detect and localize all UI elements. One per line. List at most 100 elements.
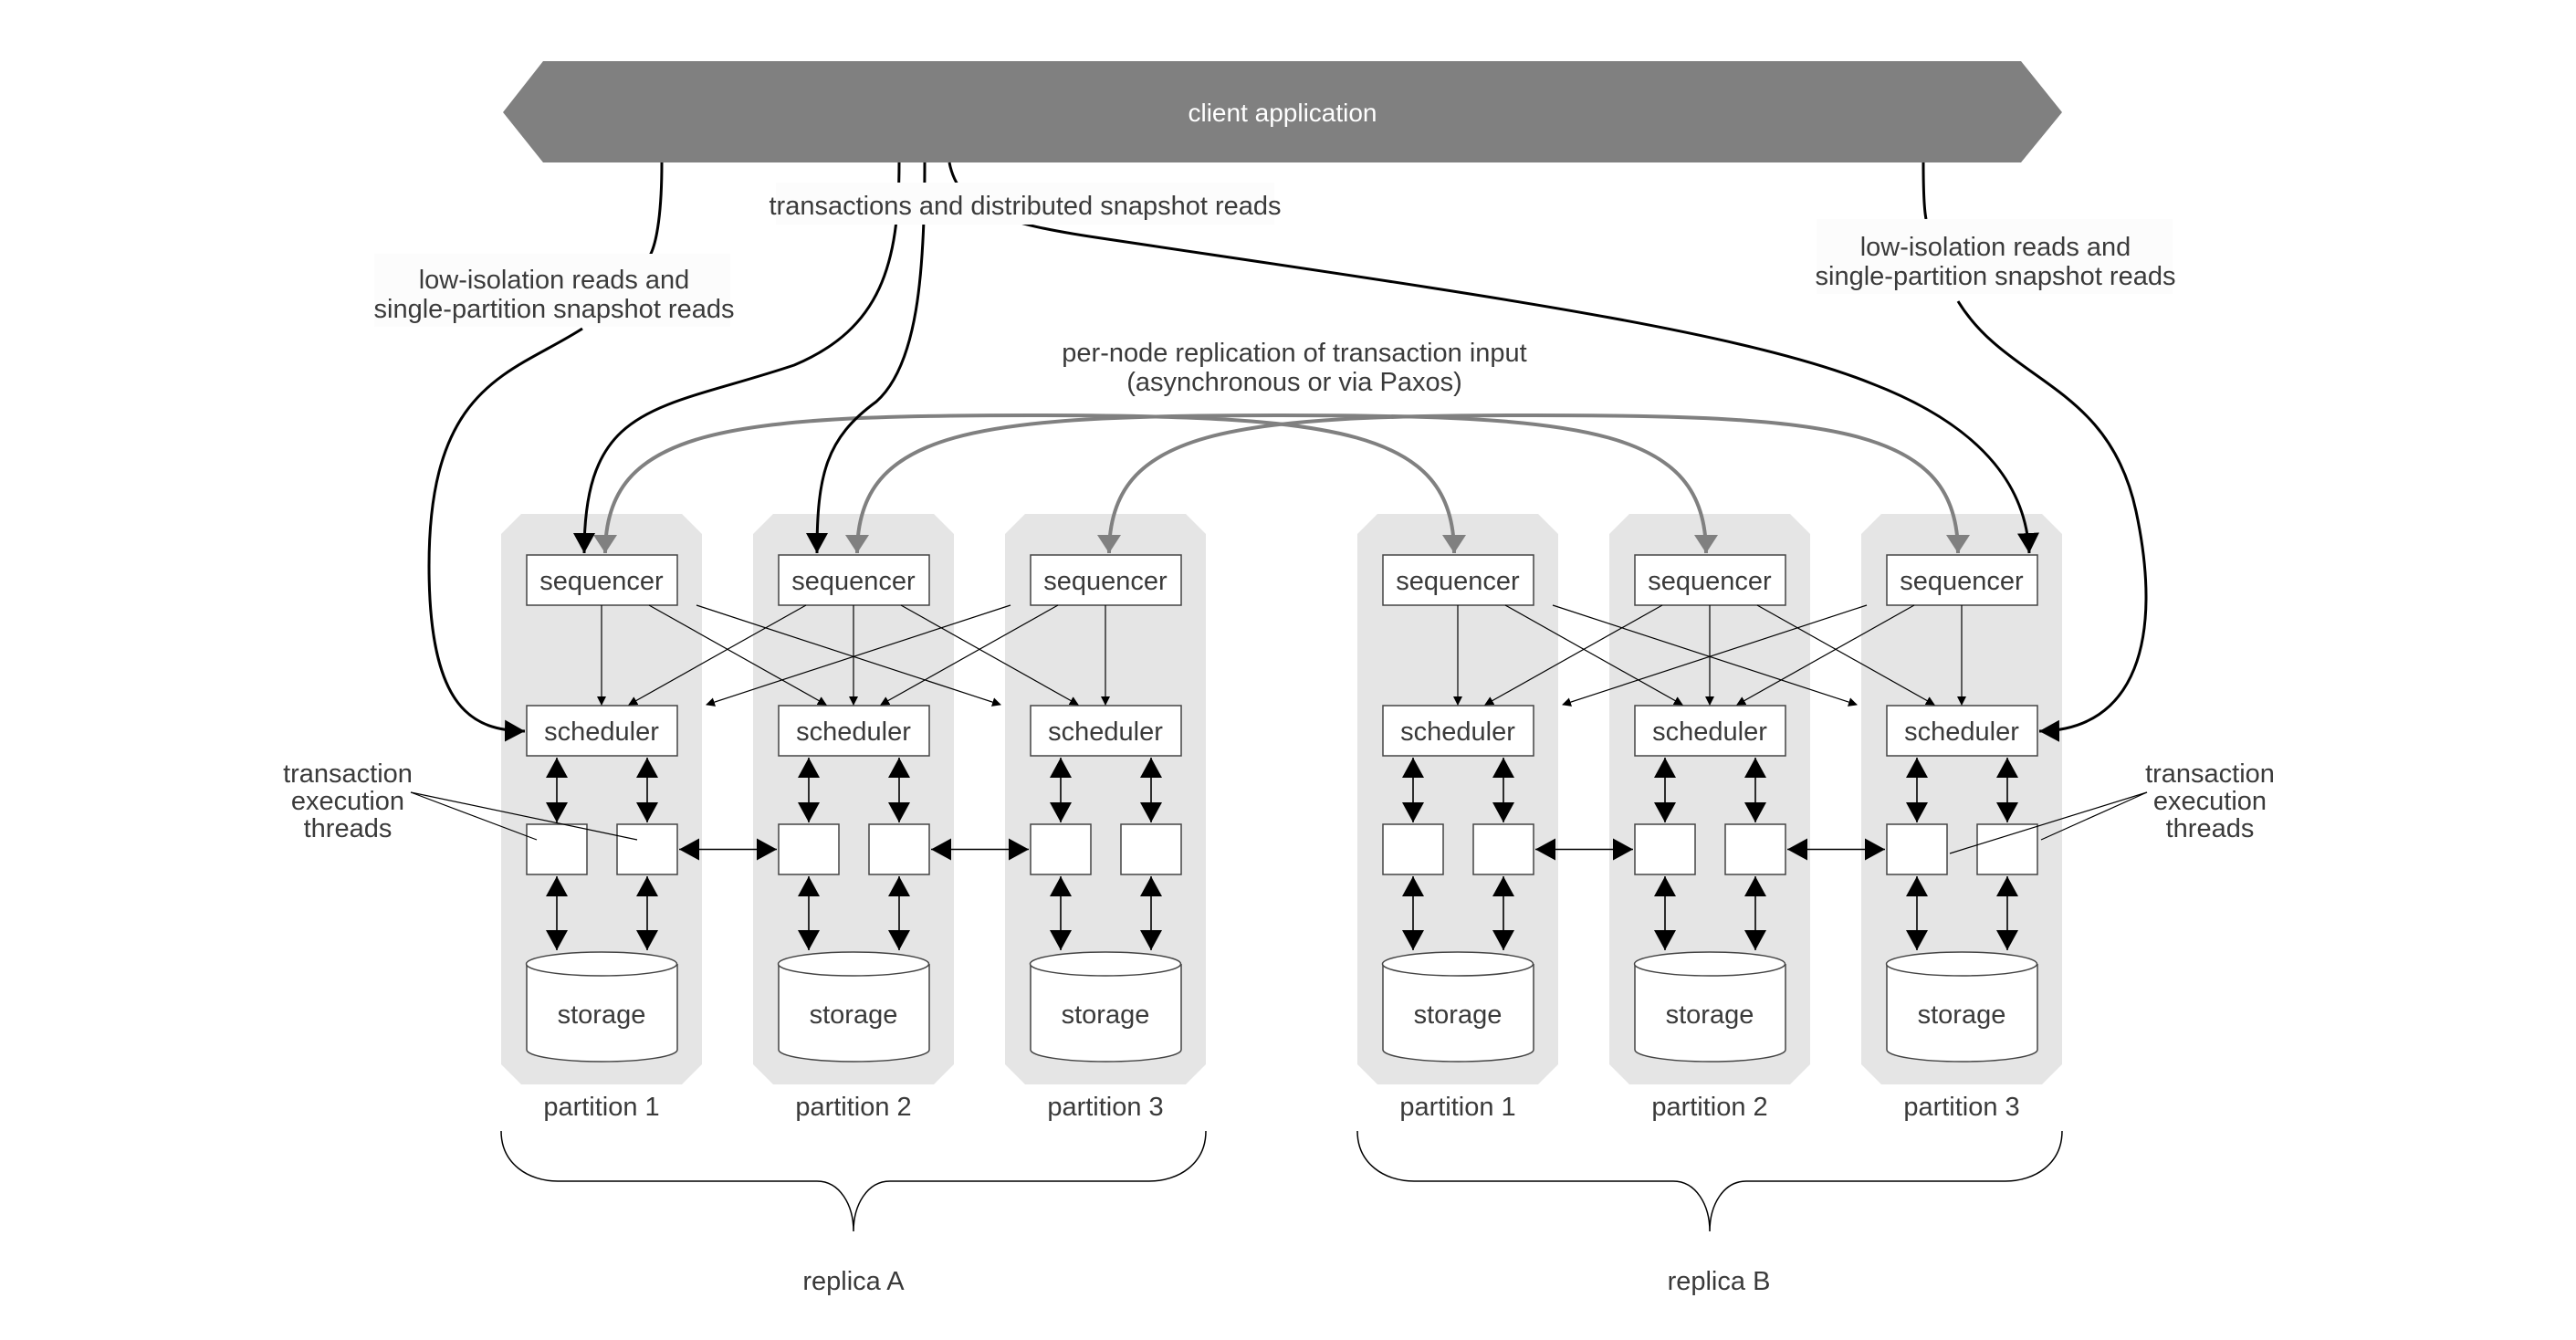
partition-label: partition 3: [1903, 1093, 2019, 1122]
execution-thread-box: [1886, 823, 1948, 875]
execution-thread-box: [1382, 823, 1444, 875]
transactions-label: transactions and distributed snapshot re…: [769, 192, 1281, 221]
storage-label: storage: [1062, 1000, 1150, 1030]
sequencer-box: [1382, 554, 1534, 606]
scheduler-box: [778, 705, 930, 757]
sequencer-box: [1634, 554, 1786, 606]
client-application-label: client application: [1188, 99, 1377, 127]
storage-cylinder-body: [1886, 964, 2038, 1063]
scheduler-label: scheduler: [1400, 717, 1515, 747]
partition-3: sequencer scheduler storage: [1861, 514, 2062, 1084]
storage-cylinder-body: [778, 964, 930, 1063]
threads-leader-line: [410, 791, 538, 841]
partition-1: sequencer scheduler storage: [1357, 514, 1558, 1084]
storage-node: storage: [777, 951, 930, 1063]
sequencer-scheduler-arrow: [706, 604, 1011, 707]
threads-right-line3: threads: [2166, 814, 2255, 843]
sequencer-box: [778, 554, 930, 606]
sequencer-scheduler-arrow: [1504, 604, 1683, 706]
storage-cylinder-top: [1633, 951, 1786, 977]
client-application-shape: [503, 61, 2062, 162]
execution-thread-box: [1030, 823, 1092, 875]
sequencer-scheduler-arrow: [880, 604, 1059, 706]
execution-thread-box: [1472, 823, 1534, 875]
low-iso-right-line1: low-isolation reads and: [1860, 233, 2131, 262]
replica-brace: [1356, 1130, 2063, 1232]
low-isolation-read-arrow: [1922, 162, 2148, 731]
threads-left-line1: transaction: [283, 759, 413, 789]
replica-a: sequencer scheduler storage sequencer schedu…: [501, 514, 1206, 1084]
scheduler-box: [1634, 705, 1786, 757]
scheduler-label: scheduler: [1904, 717, 2019, 747]
storage-cylinder-body: [1634, 964, 1786, 1063]
execution-thread-box: [526, 823, 588, 875]
scheduler-box: [526, 705, 678, 757]
transactions-label-bg: [776, 183, 1274, 225]
low-iso-left-line1: low-isolation reads and: [419, 266, 690, 295]
sequencer-label: sequencer: [1043, 567, 1168, 596]
sequencer-label: sequencer: [1900, 567, 2024, 596]
threads-right-line1: transaction: [2145, 759, 2275, 789]
sequencer-node: sequencer: [526, 554, 678, 606]
execution-thread-box: [778, 823, 840, 875]
threads-leader-line: [1949, 791, 2148, 854]
partition-label: partition 3: [1047, 1093, 1163, 1122]
scheduler-label: scheduler: [544, 717, 659, 747]
transaction-arrow: [573, 162, 901, 554]
storage-cylinder-top: [1029, 951, 1182, 977]
sequencer-label: sequencer: [1648, 567, 1772, 596]
scheduler-node: scheduler: [1634, 705, 1786, 757]
storage-cylinder-top: [1885, 951, 2038, 977]
low-iso-left-bg: [374, 254, 730, 327]
storage-node: storage: [1381, 951, 1534, 1063]
storage-cylinder-body: [526, 964, 678, 1063]
execution-thread-box: [1724, 823, 1786, 875]
execution-thread-box: [616, 823, 678, 875]
storage-cylinder-body: [1382, 964, 1534, 1063]
execution-thread-box: [1634, 823, 1696, 875]
low-iso-left-line2: single-partition snapshot reads: [374, 295, 735, 324]
replication-arrow: [845, 413, 1718, 554]
scheduler-node: scheduler: [1030, 705, 1182, 757]
replica-b: sequencer scheduler storage sequencer schedu…: [1357, 514, 2062, 1084]
sequencer-scheduler-arrow: [1562, 604, 1868, 707]
sequencer-box: [526, 554, 678, 606]
sequencer-scheduler-arrow: [1756, 604, 1935, 706]
storage-node: storage: [525, 951, 678, 1063]
scheduler-label: scheduler: [1048, 717, 1163, 747]
storage-cylinder-body: [1030, 964, 1182, 1063]
threads-left-line3: threads: [304, 814, 393, 843]
threads-leader-line: [410, 791, 638, 841]
client-application: client application: [503, 61, 2062, 162]
sequencer-node: sequencer: [1382, 554, 1534, 606]
scheduler-label: scheduler: [796, 717, 911, 747]
storage-label: storage: [1918, 1000, 2006, 1030]
partition-2: sequencer scheduler storage: [1609, 514, 1810, 1084]
sequencer-scheduler-arrow: [1552, 604, 1858, 707]
scheduler-box: [1382, 705, 1534, 757]
partition-label: partition 2: [795, 1093, 911, 1122]
scheduler-node: scheduler: [1886, 705, 2038, 757]
storage-label: storage: [1666, 1000, 1754, 1030]
storage-label: storage: [810, 1000, 898, 1030]
storage-cylinder-top: [777, 951, 930, 977]
execution-thread-box: [1120, 823, 1182, 875]
partition-label: partition 1: [543, 1093, 659, 1122]
sequencer-scheduler-arrow: [1736, 604, 1915, 706]
edges-layer: [410, 162, 2148, 950]
replication-label-line1: per-node replication of transaction inpu…: [1062, 339, 1526, 368]
storage-node: storage: [1885, 951, 2038, 1063]
storage-cylinder-top: [1381, 951, 1534, 977]
storage-label: storage: [1414, 1000, 1503, 1030]
low-iso-right-bg: [1817, 219, 2173, 294]
storage-label: storage: [558, 1000, 646, 1030]
execution-thread-box: [868, 823, 930, 875]
sequencer-node: sequencer: [778, 554, 930, 606]
sequencer-scheduler-arrow: [628, 604, 807, 706]
scheduler-box: [1886, 705, 2038, 757]
scheduler-box: [1030, 705, 1182, 757]
replication-arrow: [1097, 413, 1970, 554]
sequencer-label: sequencer: [1396, 567, 1520, 596]
replication-label-line2: (asynchronous or via Paxos): [1126, 368, 1462, 397]
